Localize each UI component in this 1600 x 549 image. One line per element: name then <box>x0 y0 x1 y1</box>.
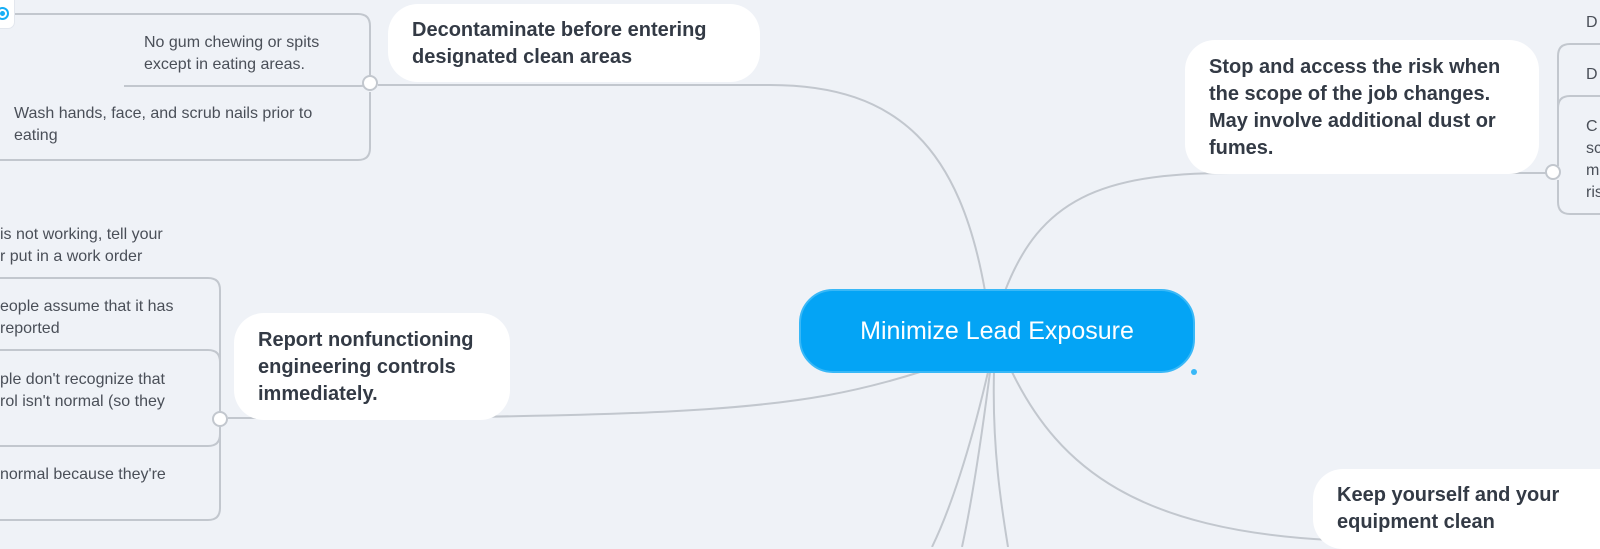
subtopic-assess-1[interactable]: D <box>1586 12 1598 34</box>
collapse-knob-decontaminate[interactable] <box>362 75 378 91</box>
subtopic-report-4[interactable]: normal because they're <box>0 464 166 486</box>
branch-line-assess <box>1004 172 1550 292</box>
subtopic-assess-2[interactable]: D <box>1586 64 1598 86</box>
topic-report-line-2: engineering controls <box>258 356 456 378</box>
central-topic-handle[interactable] <box>1191 369 1197 375</box>
topic-keep-clean-line-2: equipment clean <box>1337 511 1495 533</box>
subtopic-report-1-line-1: is not working, tell your <box>0 226 163 243</box>
topic-assess-line-4: fumes. <box>1209 137 1274 159</box>
sub-line-decon-1-under <box>124 75 371 87</box>
subtopic-assess-3[interactable]: C sc m ris <box>1586 116 1600 204</box>
topic-report-line-1: Report nonfunctioning <box>258 329 474 351</box>
sub-line-assess-2 <box>1557 95 1600 166</box>
subtopic-no-gum[interactable]: No gum chewing or spits except in eating… <box>144 32 319 76</box>
topic-report[interactable]: Report nonfunctioning engineering contro… <box>234 313 510 420</box>
subtopic-assess-3-line-1: C <box>1586 118 1598 135</box>
branch-line-down-1 <box>931 371 989 547</box>
central-topic[interactable]: Minimize Lead Exposure <box>799 289 1195 373</box>
subtopic-report-1-line-2: r put in a work order <box>0 248 143 265</box>
sub-line-report-2 <box>0 349 221 412</box>
branch-line-clean <box>1011 371 1331 541</box>
topic-decontaminate[interactable]: Decontaminate before entering designated… <box>388 4 760 82</box>
subtopic-report-2-line-2: reported <box>0 320 60 337</box>
subtopic-report-2[interactable]: eople assume that it has reported <box>0 296 173 340</box>
collapse-knob-assess[interactable] <box>1545 164 1561 180</box>
topic-decontaminate-line-1: Decontaminate before entering <box>412 19 707 41</box>
subtopic-assess-3-line-3: m <box>1586 162 1600 179</box>
subtopic-report-4-line-1: normal because they're <box>0 466 166 483</box>
collapse-knob-report[interactable] <box>212 411 228 427</box>
subtopic-no-gum-line-1: No gum chewing or spits <box>144 34 320 51</box>
sub-line-assess-3 <box>1557 180 1600 215</box>
subtopic-wash-hands-line-2: eating <box>14 127 58 144</box>
subtopic-no-gum-line-2: except in eating areas. <box>144 56 305 73</box>
branch-line-decontaminate <box>378 84 986 292</box>
sub-line-assess-1 <box>1557 43 1600 166</box>
subtopic-assess-3-line-4: ris <box>1586 184 1600 201</box>
subtopic-report-3-line-1: ple don't recognize that <box>0 371 165 388</box>
central-topic-label: Minimize Lead Exposure <box>860 316 1134 345</box>
topic-keep-clean-line-1: Keep yourself and your <box>1337 484 1560 506</box>
eye-icon-glyph <box>0 7 9 20</box>
topic-assess[interactable]: Stop and access the risk when the scope … <box>1185 40 1539 174</box>
subtopic-wash-hands[interactable]: Wash hands, face, and scrub nails prior … <box>14 103 312 147</box>
topic-assess-line-2: the scope of the job changes. <box>1209 83 1491 105</box>
eye-icon[interactable] <box>0 0 14 28</box>
sub-line-report-3 <box>0 424 221 447</box>
subtopic-report-2-line-1: eople assume that it has <box>0 298 174 315</box>
branch-line-down-3 <box>992 371 1009 547</box>
subtopic-assess-1-line-1: D <box>1586 14 1598 31</box>
subtopic-report-3[interactable]: ple don't recognize that rol isn't norma… <box>0 369 165 413</box>
subtopic-wash-hands-line-1: Wash hands, face, and scrub nails prior … <box>14 105 313 122</box>
topic-assess-line-1: Stop and access the risk when <box>1209 56 1501 78</box>
sub-line-report-1 <box>0 277 221 412</box>
topic-keep-clean[interactable]: Keep yourself and your equipment clean <box>1313 469 1600 549</box>
topic-report-line-3: immediately. <box>258 383 378 405</box>
subtopic-assess-2-line-1: D <box>1586 66 1598 83</box>
sub-line-decon-1 <box>0 13 371 80</box>
branch-line-down-2 <box>961 371 991 547</box>
topic-decontaminate-line-2: designated clean areas <box>412 46 633 68</box>
sub-line-report-4 <box>0 424 221 521</box>
sub-line-decon-2 <box>0 92 371 161</box>
subtopic-assess-3-line-2: sc <box>1586 140 1600 157</box>
topic-assess-line-3: May involve additional dust or <box>1209 110 1496 132</box>
subtopic-report-3-line-2: rol isn't normal (so they <box>0 393 165 410</box>
subtopic-report-1[interactable]: is not working, tell your r put in a wor… <box>0 224 163 268</box>
